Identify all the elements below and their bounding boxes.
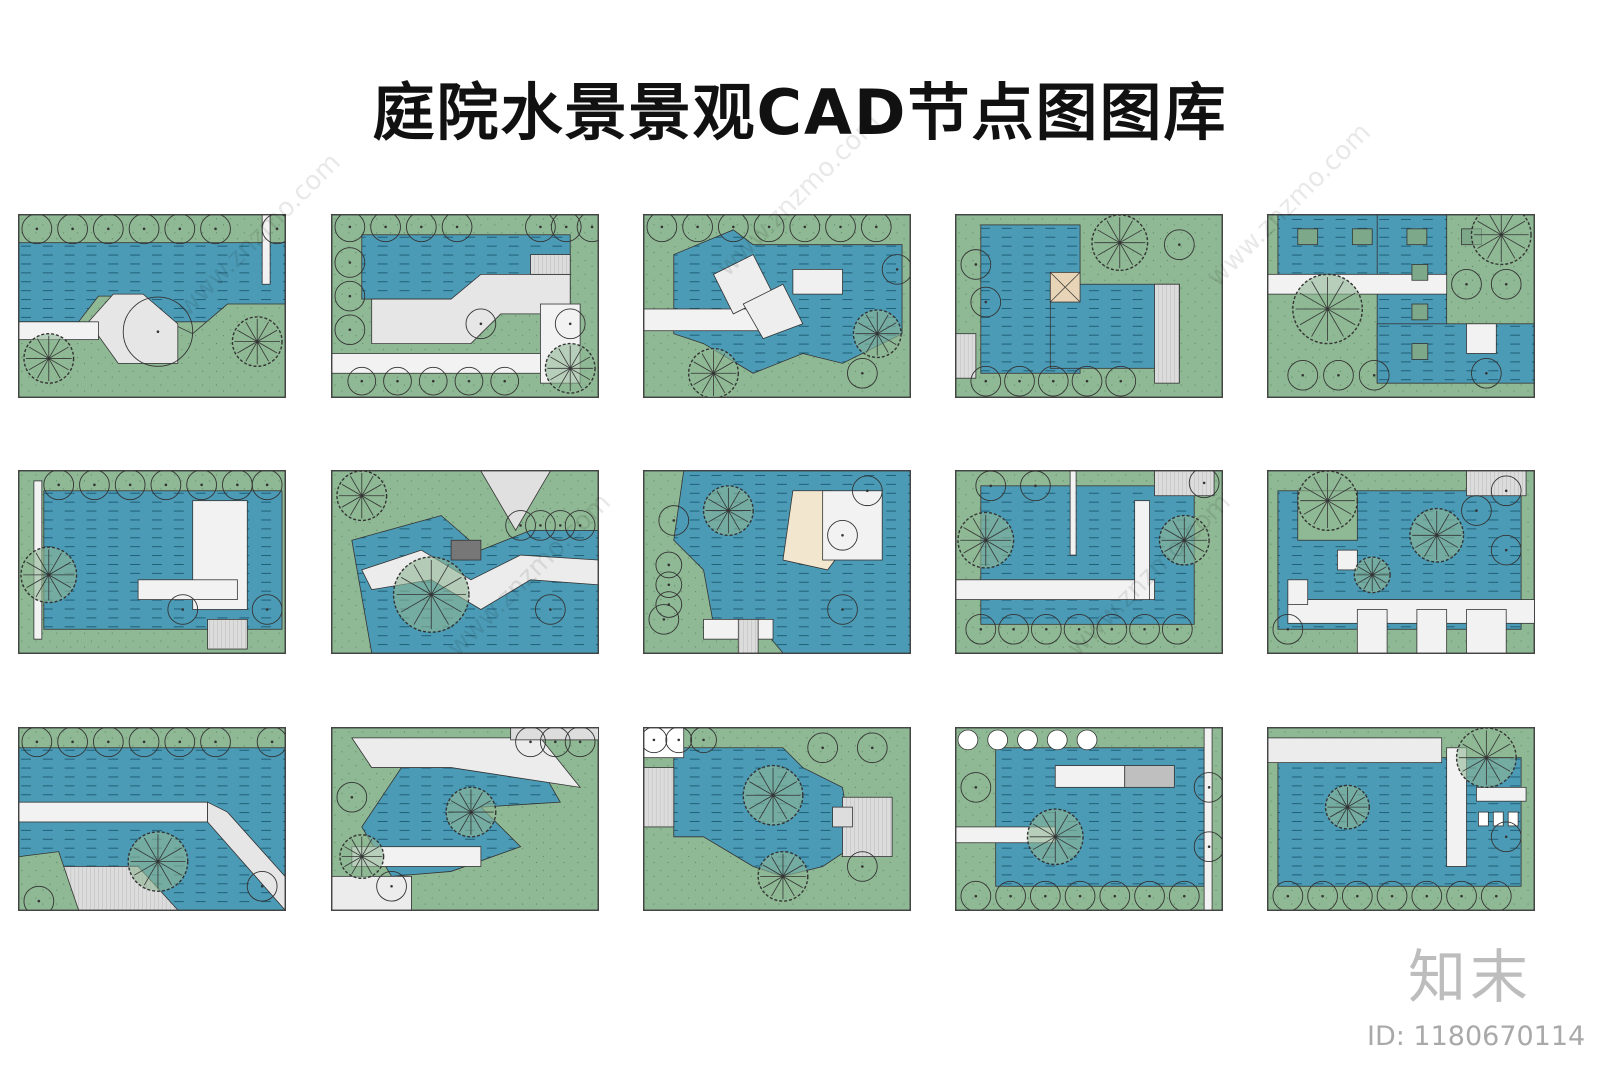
site-plan-drawing: [644, 728, 910, 910]
site-plan-6: [18, 470, 286, 654]
site-plan-1: [18, 214, 286, 398]
site-plan-drawing: [19, 471, 285, 653]
site-plan-drawing: [1268, 215, 1534, 397]
site-plan-12: [331, 727, 599, 911]
site-plan-13: [643, 727, 911, 911]
site-plan-2: [331, 214, 599, 398]
site-plan-drawing: [332, 215, 598, 397]
site-plan-drawing: [956, 215, 1222, 397]
site-plan-15: [1267, 727, 1535, 911]
image-id-label: ID: 1180670114: [1367, 1021, 1586, 1052]
site-plan-drawing: [1268, 471, 1534, 653]
site-plan-7: [331, 470, 599, 654]
site-plan-10: [1267, 470, 1535, 654]
site-plan-11: [18, 727, 286, 911]
site-plan-drawing: [644, 471, 910, 653]
site-plan-drawing: [19, 215, 285, 397]
site-plan-drawing: [956, 471, 1222, 653]
site-plan-drawing: [332, 471, 598, 653]
site-plan-drawing: [19, 728, 285, 910]
site-plan-drawing: [644, 215, 910, 397]
site-plan-drawing: [956, 728, 1222, 910]
site-plan-drawing: [332, 728, 598, 910]
site-plan-drawing: [1268, 728, 1534, 910]
site-plan-5: [1267, 214, 1535, 398]
brand-logo: 知末: [1408, 943, 1533, 1011]
site-plan-9: [955, 470, 1223, 654]
site-plan-3: [643, 214, 911, 398]
site-plan-4: [955, 214, 1223, 398]
page-title: 庭院水景景观CAD节点图图库: [372, 76, 1228, 149]
site-plan-14: [955, 727, 1223, 911]
site-plan-8: [643, 470, 911, 654]
